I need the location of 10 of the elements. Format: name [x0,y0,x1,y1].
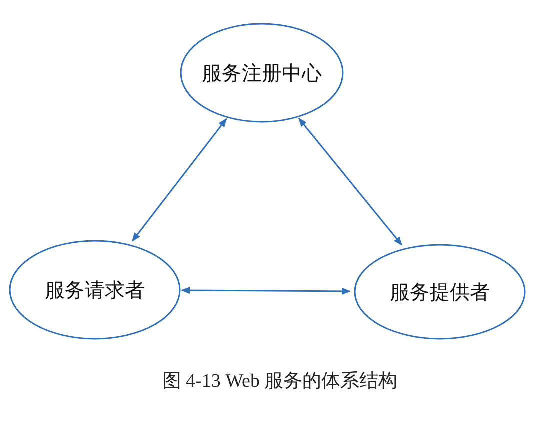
double-arrow [132,118,228,242]
ellipse-node [9,240,181,340]
figure-caption: 图 4-13 Web 服务的体系结构 [161,370,399,394]
double-arrow [298,118,403,246]
node-label: 服务提供者 [390,278,490,306]
ellipse-node [354,244,526,340]
ellipse-node [180,23,344,123]
node-label: 服务注册中心 [202,60,322,86]
node-label: 服务请求者 [45,276,145,304]
double-arrow [181,286,351,296]
